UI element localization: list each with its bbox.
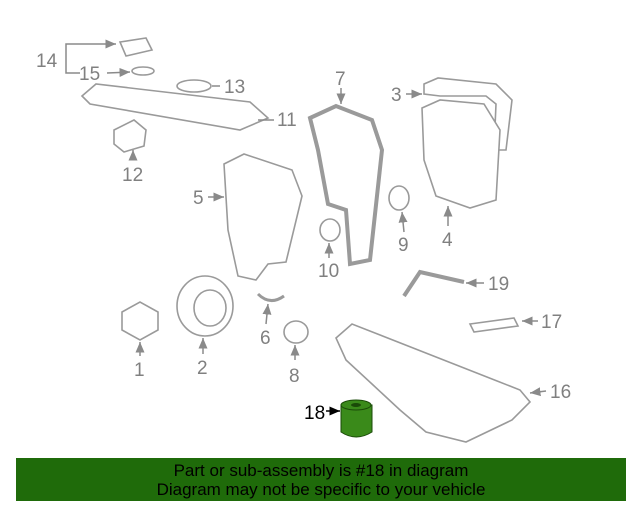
- part-16-oil-pan[interactable]: [335, 323, 532, 443]
- part-5-timing-cover-front[interactable]: [223, 153, 303, 281]
- part-14-oil-filler-cap[interactable]: [118, 37, 154, 57]
- part-1-sprocket[interactable]: [121, 301, 159, 341]
- part-9-idler-pulley[interactable]: [388, 185, 410, 211]
- callout-2[interactable]: 2: [197, 358, 208, 379]
- callout-6[interactable]: 6: [260, 328, 271, 349]
- part-13-gasket[interactable]: [176, 79, 212, 93]
- part-4-timing-cover[interactable]: [421, 99, 501, 209]
- callout-1[interactable]: 1: [134, 360, 145, 381]
- callout-7[interactable]: 7: [335, 69, 346, 90]
- callout-5[interactable]: 5: [193, 188, 204, 209]
- callout-11[interactable]: 11: [277, 110, 297, 131]
- part-10-tensioner-pulley[interactable]: [319, 218, 341, 242]
- part-17-sealant-tube[interactable]: [468, 317, 520, 333]
- part-19-dipstick-tube[interactable]: [402, 269, 465, 298]
- part-8-bushing[interactable]: [283, 320, 309, 344]
- part-2-crankshaft-pulley[interactable]: [176, 275, 234, 337]
- parts-diagram: 14 15 13 11 12 7 3 4 5 9 10 19 17 6: [36, 37, 571, 443]
- callout-18[interactable]: 18: [304, 403, 325, 424]
- banner-line-2: Diagram may not be specific to your vehi…: [156, 480, 486, 499]
- part-15-seal[interactable]: [131, 66, 155, 76]
- part-18-oil-filter[interactable]: [340, 399, 373, 438]
- callout-4[interactable]: 4: [442, 230, 453, 251]
- callout-9[interactable]: 9: [398, 235, 409, 256]
- callout-12[interactable]: 12: [122, 165, 143, 186]
- callout-13[interactable]: 13: [224, 77, 245, 98]
- callout-16[interactable]: 16: [550, 382, 571, 403]
- callout-3[interactable]: 3: [391, 85, 402, 106]
- part-6-seal-half[interactable]: [256, 292, 285, 302]
- banner-line-1: Part or sub-assembly is #18 in diagram: [173, 461, 469, 480]
- callout-14[interactable]: 14: [36, 51, 58, 72]
- callout-8[interactable]: 8: [289, 366, 300, 387]
- part-12-adapter[interactable]: [113, 119, 147, 153]
- callout-19[interactable]: 19: [488, 274, 509, 295]
- callout-15[interactable]: 15: [79, 64, 100, 85]
- part-11-engine-cover[interactable]: [80, 83, 270, 131]
- callout-10[interactable]: 10: [318, 261, 339, 282]
- info-banner: Part or sub-assembly is #18 in diagram D…: [16, 458, 626, 501]
- part-7-timing-belt[interactable]: [307, 103, 385, 267]
- callout-17[interactable]: 17: [541, 312, 562, 333]
